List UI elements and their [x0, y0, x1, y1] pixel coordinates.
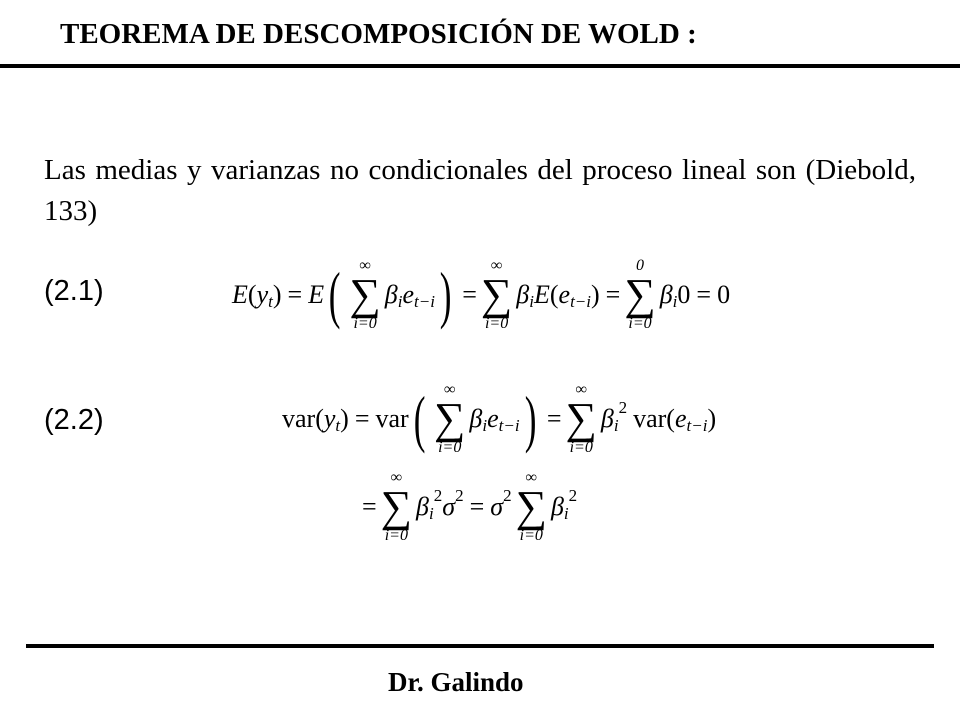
slide-title: TEOREMA DE DESCOMPOSICIÓN DE WOLD : — [60, 18, 697, 50]
footer-author: Dr. Galindo — [388, 667, 524, 697]
equation-label-2-2: (2.2) — [44, 404, 104, 436]
bottom-divider — [26, 644, 934, 648]
intro-paragraph: Las medias y varianzas no condicionales … — [44, 154, 916, 227]
equation-label-2-1: (2.1) — [44, 275, 104, 307]
top-divider — [0, 64, 960, 68]
